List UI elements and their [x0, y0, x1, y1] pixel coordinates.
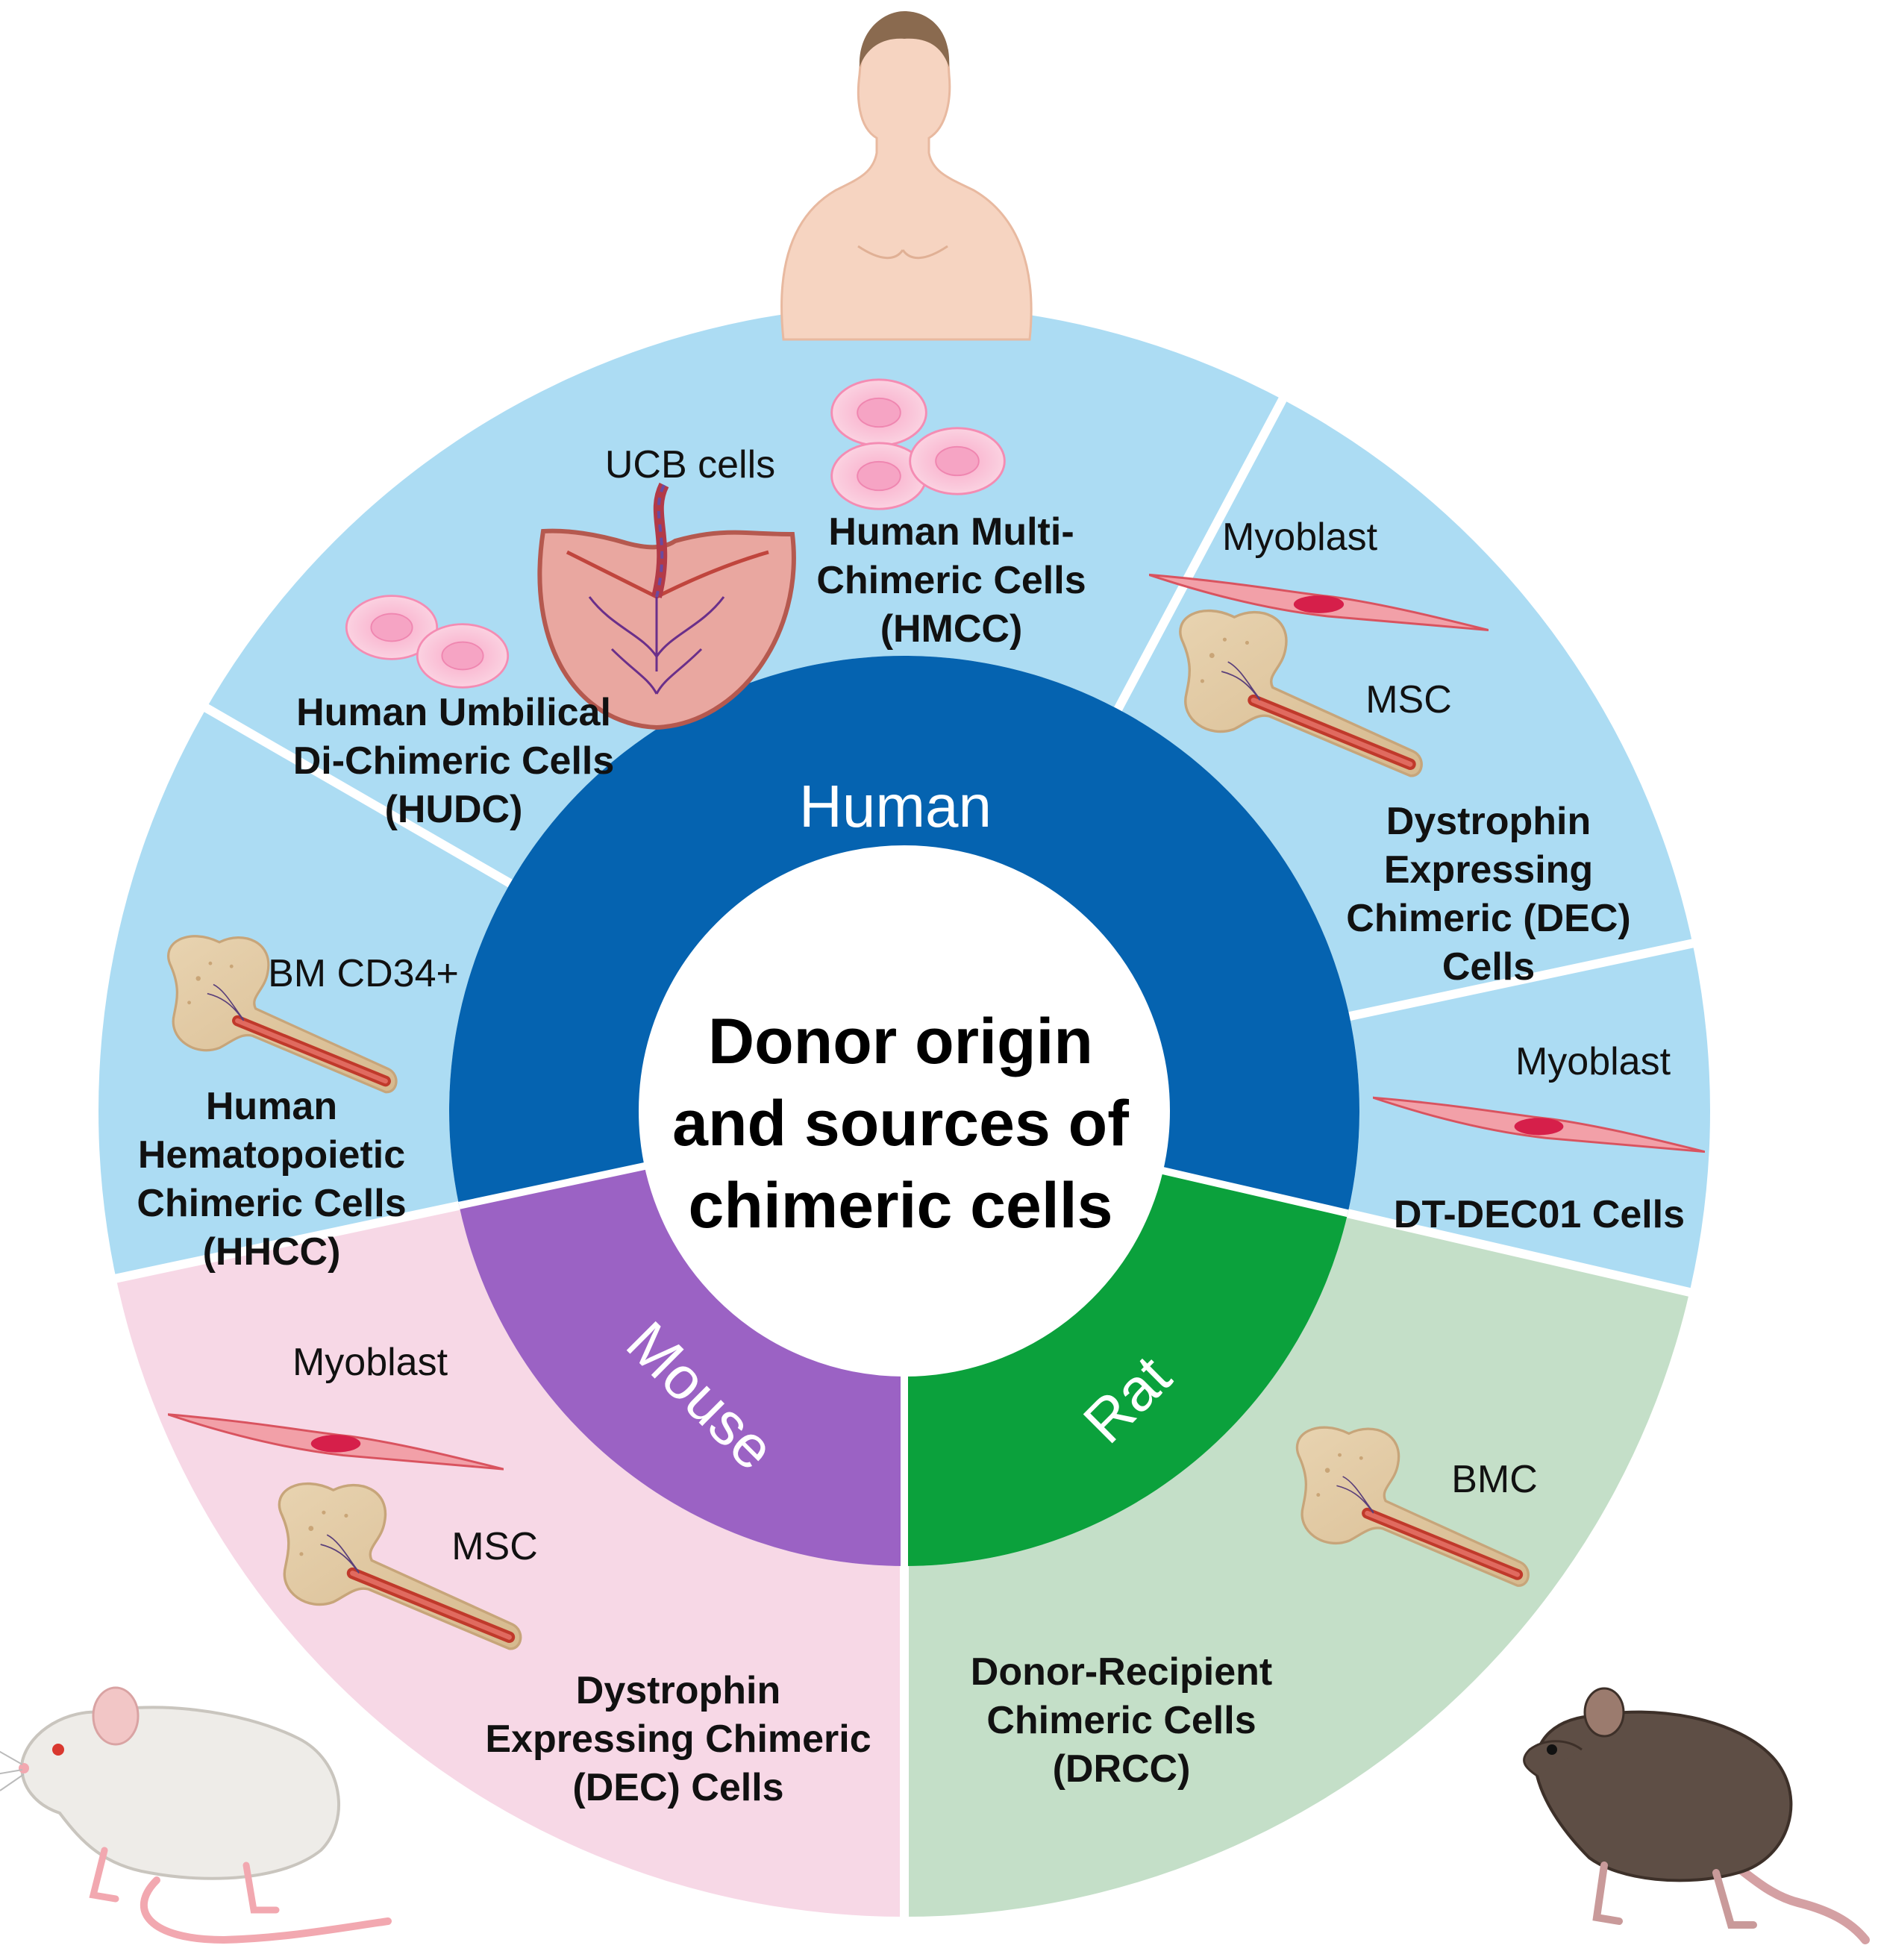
dec-human-name-line3: Chimeric (DEC) — [1346, 897, 1630, 940]
hhcc-name-line2: Hematopoietic — [138, 1133, 405, 1177]
dec-human-source2-label: MSC — [1365, 678, 1452, 721]
sector-divider-line — [1347, 1209, 1698, 1299]
dec-human-name-line4: Cells — [1442, 945, 1535, 989]
sector-dividers — [107, 390, 1701, 1924]
cell-icon — [416, 623, 510, 689]
cell-icon — [830, 378, 927, 447]
sector-divider-line — [1348, 937, 1701, 1021]
hmcc-source-label: UCB cells — [605, 443, 775, 486]
hudc-name-line1: Human Umbilical — [296, 691, 611, 734]
hhcc-name-line1: Human — [206, 1085, 337, 1128]
sector-divider-line — [198, 700, 513, 888]
mouse-sector — [101, 1205, 904, 1917]
human-figure-icon — [780, 11, 1033, 341]
hhcc-source-label: BM CD34+ — [268, 952, 459, 995]
dec-mouse-source1-label: Myoblast — [292, 1341, 448, 1384]
ring-divider-line — [458, 1161, 650, 1209]
drcc-name-line2: Chimeric Cells — [986, 1699, 1256, 1742]
sector-divider-line — [1114, 390, 1291, 712]
rat-icon — [1523, 1687, 1870, 1944]
hmcc-name-line1: Human Multi- — [828, 510, 1074, 554]
hhcc-name-line3: Chimeric Cells — [137, 1182, 406, 1225]
ring-divider-line — [1157, 1165, 1349, 1218]
sector-divider-line — [107, 1200, 460, 1285]
hudc-name-line3: (HUDC) — [385, 788, 523, 831]
human-sector — [98, 305, 1710, 1296]
dec-mouse-source2-label: MSC — [451, 1525, 538, 1568]
dec-human-name-line1: Dystrophin — [1386, 800, 1591, 843]
drcc-source-label: BMC — [1451, 1458, 1538, 1501]
center-title-line2: and sources of — [672, 1088, 1129, 1159]
drcc-name-line3: (DRCC) — [1053, 1747, 1191, 1791]
human-ring — [449, 655, 1359, 1214]
mouse-ring — [459, 1165, 904, 1566]
drcc-name-line1: Donor-Recipient — [971, 1650, 1272, 1694]
hhcc-name-line4: (HHCC) — [203, 1230, 341, 1274]
dec-mouse-name-line3: (DEC) Cells — [572, 1766, 783, 1809]
center-disc — [639, 845, 1170, 1377]
rat-sector — [904, 1213, 1704, 1917]
ring-dividers — [458, 1161, 1349, 1566]
center-title-line1: Donor origin — [708, 1006, 1093, 1077]
hmcc-name-line3: (HMCC) — [880, 607, 1023, 651]
dec-human-source1-label: Myoblast — [1222, 516, 1378, 559]
hmcc-name-line2: Chimeric Cells — [816, 559, 1086, 602]
dec-human-name-line2: Expressing — [1384, 848, 1593, 892]
center-title-line3: chimeric cells — [689, 1170, 1113, 1242]
mouse-icon — [0, 1686, 392, 1944]
placenta-icon — [537, 482, 796, 730]
dec-mouse-name-line1: Dystrophin — [576, 1669, 780, 1712]
dtdec-source-label: Myoblast — [1515, 1040, 1671, 1083]
dec-mouse-name-line2: Expressing Chimeric — [485, 1718, 871, 1761]
hudc-name-line2: Di-Chimeric Cells — [293, 739, 615, 783]
cell-icon — [909, 427, 1006, 495]
ring-label-human: Human — [799, 773, 992, 839]
rat-ring — [904, 1169, 1348, 1566]
dtdec-name-label: DT-DEC01 Cells — [1394, 1193, 1685, 1236]
